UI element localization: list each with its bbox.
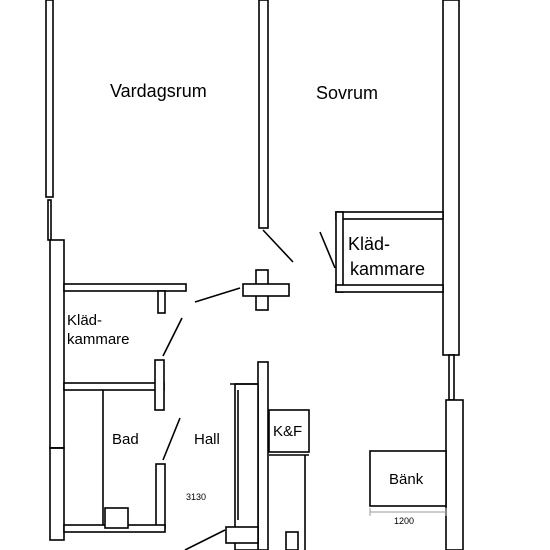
bench-box (369, 450, 447, 507)
label-sovrum: Sovrum (316, 83, 378, 103)
label-hall: Hall (194, 431, 220, 448)
label-kf: K&F (273, 423, 302, 440)
wall-right-lower (445, 399, 464, 550)
stove-slot (285, 531, 299, 550)
wardrobe-right-bottom-wall (335, 284, 444, 293)
dimension-hall-width: 3130 (186, 492, 206, 502)
column-cross-center (257, 285, 267, 295)
label-bank: Bänk (389, 471, 424, 488)
wall-left-upper (45, 0, 54, 198)
label-kladkammare-right-2: kammare (350, 259, 425, 279)
dimension-bench-width: 1200 (394, 516, 414, 526)
wardrobe-right-top-wall (335, 211, 444, 220)
wall-bathroom-hall (155, 463, 166, 529)
kf-box (268, 409, 310, 453)
wardrobe-left-post (157, 290, 166, 314)
wall-left-lower (49, 447, 65, 541)
wall-left-window (47, 199, 52, 241)
door-bedroom (262, 229, 294, 263)
wall-hall-kitchen (257, 361, 269, 550)
label-kladkammare-left-2: kammare (67, 331, 130, 348)
hall-cabinet-base (225, 526, 259, 544)
label-kladkammare-left-1: Kläd- (67, 312, 102, 329)
entrance-door-swing (184, 529, 226, 550)
label-kladkammare-right-1: Kläd- (348, 234, 390, 254)
door-wardrobe-left (194, 287, 241, 303)
wardrobe-right-side-wall (335, 211, 344, 293)
wardrobe-left-jamb (154, 359, 165, 411)
wall-living-bedroom (258, 0, 269, 229)
wall-left-middle (49, 239, 65, 449)
door-bathroom (162, 417, 181, 461)
bathroom-fixture (104, 507, 129, 529)
wall-right-upper (442, 0, 460, 356)
door-wardrobe-left-lower (162, 317, 183, 357)
wall-right-window (448, 354, 455, 401)
label-bad: Bad (112, 431, 139, 448)
label-vardagsrum: Vardagsrum (110, 81, 207, 101)
bathroom-top-wall (63, 382, 165, 391)
wardrobe-left-top-wall (63, 283, 187, 292)
door-wardrobe-right (319, 231, 336, 269)
